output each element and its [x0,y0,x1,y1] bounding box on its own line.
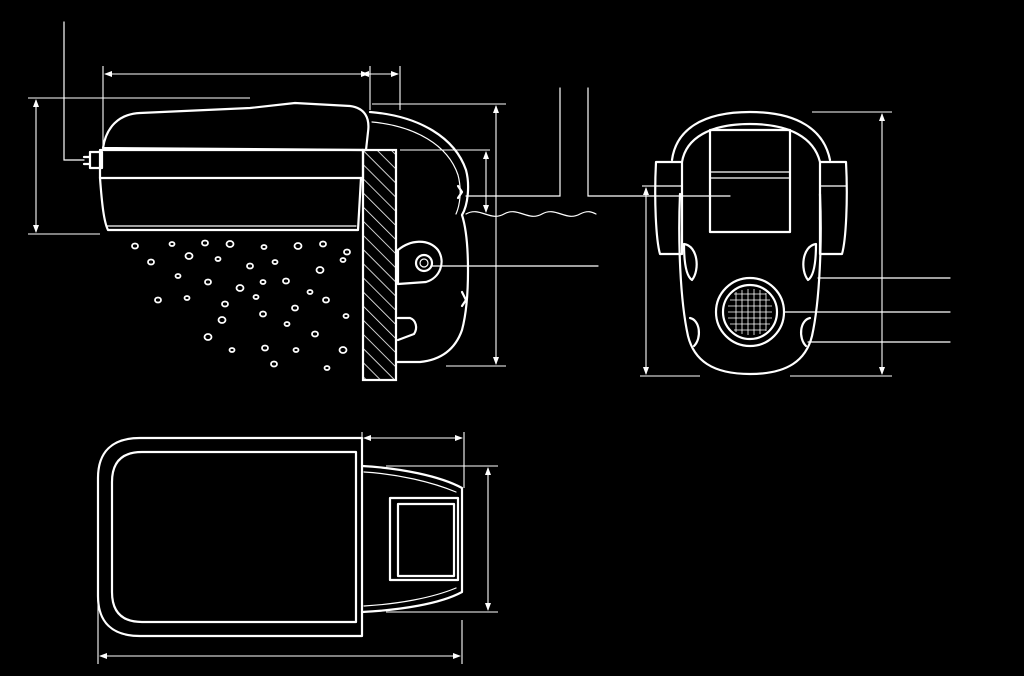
front-window [708,128,792,234]
right-clip [802,242,818,282]
top-cover-outline [96,436,364,638]
soil-pattern [131,239,351,371]
wall-section [361,148,398,382]
top-view [96,432,498,664]
lower-lug [396,316,418,342]
cover-band [98,148,365,180]
left-ear [654,160,684,256]
front-housing-outline [670,110,832,162]
screw-icon [414,253,434,273]
housing-body [98,176,363,232]
leader-line-knob [63,21,85,161]
front-view [587,87,951,377]
grille-mesh [728,289,772,335]
left-clip [682,242,698,282]
lamp-cover-outline [101,101,370,152]
rear-housing [368,110,470,364]
top-rear-housing [360,464,464,614]
front-body [678,192,822,376]
side-view [28,21,599,382]
mounting-bracket [396,240,443,286]
side-knob [82,150,104,170]
right-ear [818,160,848,256]
top-window [388,496,460,582]
cable-wave [465,211,597,217]
